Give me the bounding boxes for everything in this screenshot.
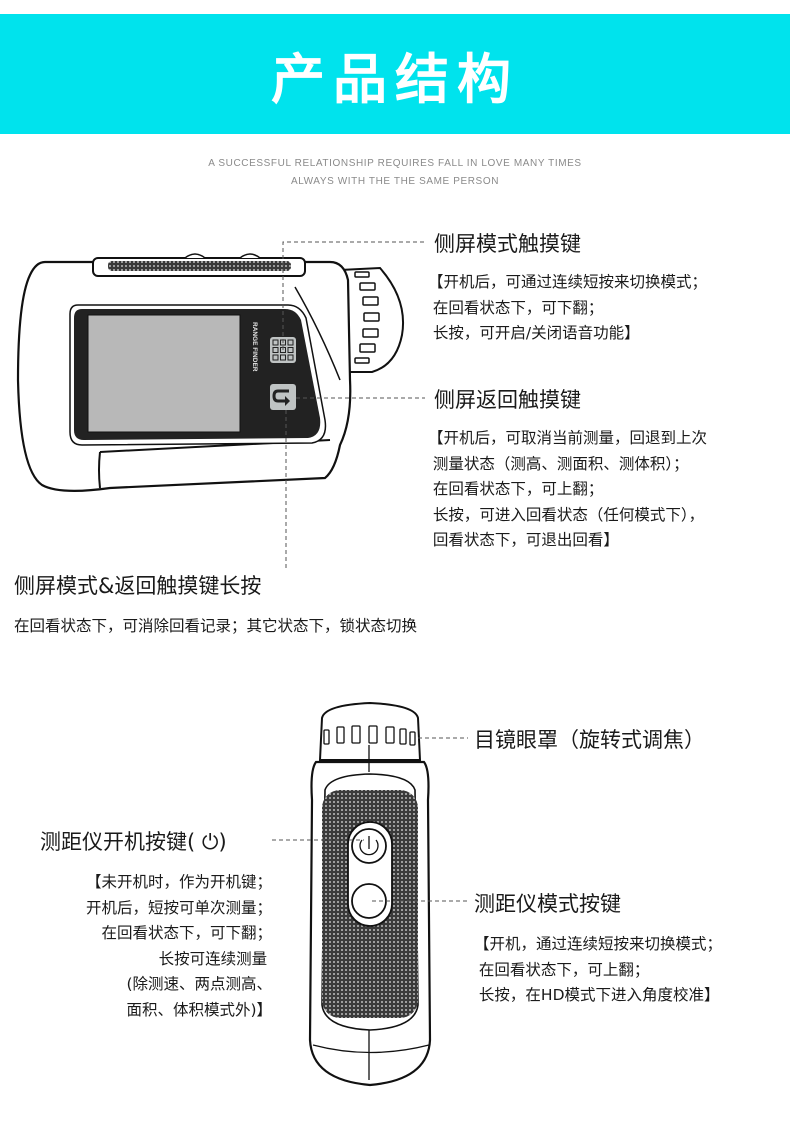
body-line: 回看状态下，可退出回看】 — [428, 531, 619, 549]
callout-title-power-button: 测距仪开机按键( ⏻) — [40, 830, 227, 854]
body-line: 开机后，短按可单次测量； — [85, 898, 272, 917]
tagline-line-2: ALWAYS WITH THE THE SAME PERSON — [290, 176, 500, 187]
body-line: 【开机后，可通过连续短按来切换模式； — [428, 273, 708, 291]
body-line: 在回看状态下，可下翻； — [101, 924, 272, 942]
rangefinder-side-view — [16, 253, 404, 492]
callout-body-side-mode-touch-key: 【开机后，可通过连续短按来切换模式； 在回看状态下，可下翻； 长按，可开启/关闭… — [428, 270, 707, 347]
body-line: 长按可连续测量 — [158, 949, 272, 968]
body-line: 在回看状态下，可下翻； — [428, 298, 604, 317]
page-title: 产品结构 — [271, 47, 519, 111]
body-line: 【开机，通过连续短按来切换模式； — [474, 935, 723, 953]
rangefinder-top-view — [308, 701, 432, 1087]
callout-title-long-press-both: 侧屏模式&返回触摸键长按 — [14, 574, 262, 598]
body-line: 面积、体积模式外)】 — [126, 1000, 272, 1019]
callout-title-side-back-touch-key: 侧屏返回触摸键 — [434, 388, 581, 412]
body-line: 在回看状态下，可上翻； — [428, 480, 604, 498]
body-line: 长按，在HD模式下进入角度校准】 — [474, 986, 720, 1004]
callout-title-mode-button: 测距仪模式按键 — [474, 892, 621, 916]
callout-body-side-back-touch-key: 【开机后，可取消当前测量，回退到上次 测量状态（测高、测面积、测体积）； 在回看… — [428, 426, 707, 554]
body-line: 长按，可开启/关闭语音功能】 — [428, 324, 640, 342]
callout-body-power-button: 【未开机时，作为开机键； 开机后，短按可单次测量； 在回看状态下，可下翻； 长按… — [20, 870, 272, 1023]
tagline-line-1: A SUCCESSFUL RELATIONSHIP REQUIRES FALL … — [208, 158, 582, 169]
callout-title-eyepiece: 目镜眼罩（旋转式调焦） — [474, 728, 705, 752]
range-finder-label: RANGE FINDER — [251, 322, 258, 372]
body-line: (除测速、两点测高、 — [126, 975, 272, 993]
callout-title-side-mode-touch-key: 侧屏模式触摸键 — [434, 232, 581, 256]
body-line: 长按，可进入回看状态（任何模式下）， — [428, 505, 705, 524]
body-line: 测量状态（测高、测面积、测体积）； — [428, 454, 689, 473]
body-line: 在回看状态下，可上翻； — [474, 960, 650, 979]
callout-body-mode-button: 【开机，通过连续短按来切换模式； 在回看状态下，可上翻； 长按，在HD模式下进入… — [474, 932, 722, 1009]
callout-body-long-press-both: 在回看状态下，可消除回看记录；其它状态下，锁状态切换 — [14, 617, 418, 635]
body-line: 【开机后，可取消当前测量，回退到上次 — [428, 429, 708, 447]
header-banner: 产品结构 — [0, 14, 790, 134]
body-line: 【未开机时，作为开机键； — [85, 873, 272, 891]
